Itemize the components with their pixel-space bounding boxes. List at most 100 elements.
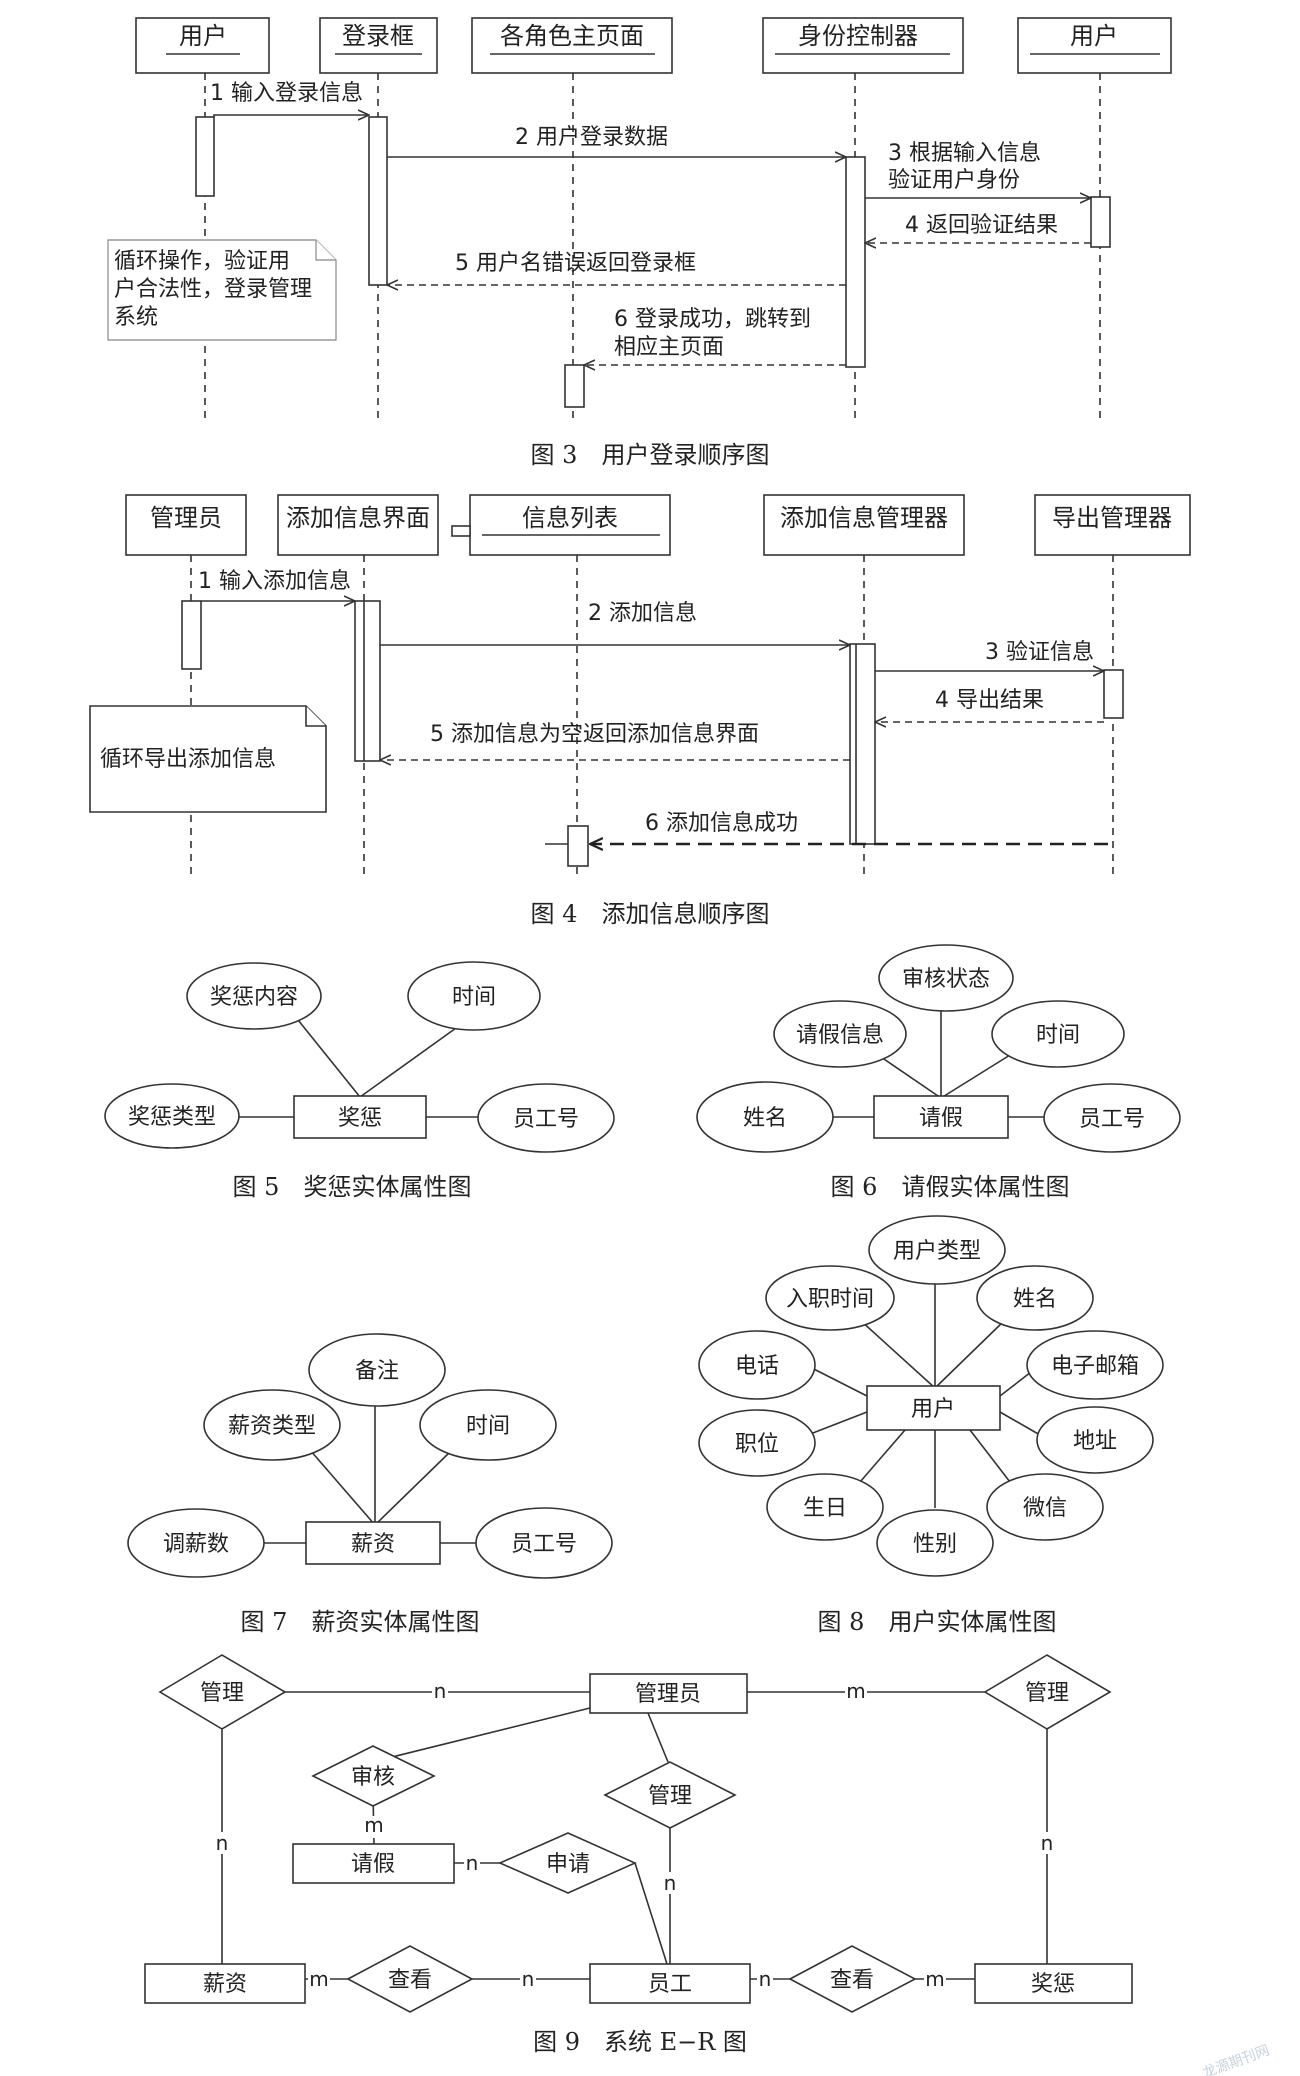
- fig9-entity-salary: [144, 1963, 306, 2004]
- fig6-attr-staff-no: 员工号: [1079, 1107, 1145, 1132]
- fig3-activation: [195, 116, 215, 197]
- fig3-object-box: [471, 17, 673, 74]
- fig6-attr-time: 时间: [1036, 1023, 1080, 1048]
- fig8-entity-box: [866, 1385, 1001, 1431]
- fig9-entity-reward: [974, 1963, 1133, 2004]
- fig8-attribute: [868, 1215, 1006, 1285]
- fig3-message-1-label: 1 输入登录信息: [210, 81, 363, 106]
- fig9-relation-review-label: 审核: [351, 1765, 395, 1790]
- fig8-attribute: [1036, 1406, 1154, 1474]
- fig7-entity-name: 薪资: [351, 1532, 395, 1557]
- fig9-entity-staff-label: 员工: [648, 1972, 692, 1997]
- fig9-caption: 图 9 系统 E−R 图: [533, 2028, 747, 2056]
- fig7-attr-staff-no: 员工号: [511, 1532, 577, 1557]
- figure-5-entity: 奖惩内容 时间 奖惩类型 员工号 奖惩 图 5 奖惩实体属性图: [104, 961, 615, 1201]
- fig8-attr-wechat: 微信: [1023, 1496, 1067, 1521]
- fig9-relation-manage-mid: [603, 1761, 737, 1829]
- fig3-object-box: [135, 17, 270, 74]
- fig3-object-box: [1017, 17, 1172, 74]
- fig5-attribute: [477, 1083, 615, 1153]
- fig9-cardinality: m: [925, 1967, 944, 1991]
- fig7-attr-salary-type: 薪资类型: [228, 1414, 316, 1439]
- fig3-object-role-pages: 各角色主页面: [500, 22, 644, 50]
- fig8-attr-birthday: 生日: [803, 1496, 847, 1521]
- fig9-cardinality: m: [309, 1967, 328, 1991]
- fig8-attribute: [1026, 1330, 1164, 1400]
- fig9-cardinality: n: [466, 1851, 479, 1875]
- fig9-entity-leave-label: 请假: [351, 1852, 395, 1877]
- fig7-attr-remark: 备注: [355, 1359, 399, 1384]
- fig9-cardinality: n: [759, 1967, 772, 1991]
- fig3-activation: [368, 116, 388, 286]
- fig5-attribute: [104, 1083, 240, 1149]
- fig5-caption: 图 5 奖惩实体属性图: [233, 1173, 472, 1201]
- fig8-attr-email: 电子邮箱: [1051, 1354, 1139, 1379]
- fig4-activation: [181, 600, 202, 670]
- watermark: 龙源期刊网: [1200, 2043, 1271, 2076]
- fig8-attr-position: 职位: [735, 1432, 779, 1457]
- fig6-attr-name: 姓名: [743, 1106, 787, 1131]
- fig8-entity-name: 用户: [911, 1397, 955, 1422]
- fig9-cardinality: n: [434, 1679, 447, 1703]
- fig9-relation-apply-label: 申请: [546, 1852, 590, 1877]
- fig9-relation-manage-left: [158, 1654, 287, 1730]
- fig4-object-box: [469, 494, 671, 556]
- fig4-note-text: 循环导出添加信息: [100, 747, 276, 772]
- fig3-message-6-label: 6 登录成功，跳转到: [614, 307, 811, 332]
- fig9-relation-manage-left-label: 管理: [200, 1681, 244, 1706]
- fig3-message-6-label-2: 相应主页面: [614, 335, 724, 360]
- fig3-activation: [1090, 196, 1111, 248]
- fig8-attr-phone: 电话: [735, 1354, 779, 1379]
- fig5-attr-time: 时间: [452, 985, 496, 1010]
- fig9-entity-reward-label: 奖惩: [1031, 1972, 1075, 1997]
- fig3-message-2-label: 2 用户登录数据: [515, 125, 668, 150]
- fig3-object-login-box: 登录框: [342, 22, 414, 50]
- fig3-message-1: [213, 115, 369, 117]
- fig4-caption: 图 4 添加信息顺序图: [531, 900, 770, 928]
- fig8-attr-name: 姓名: [1013, 1287, 1057, 1312]
- figure-9-er: 管理 管理 审核 管理 申请 查看 查看 管理员 请假 薪资 员工 奖惩 n m…: [144, 1654, 1133, 2056]
- fig9-relation-view-right: [788, 1945, 917, 2013]
- fig8-attribute: [698, 1409, 816, 1477]
- fig3-object-box: [762, 17, 964, 74]
- fig7-attribute: [203, 1389, 341, 1461]
- fig9-cardinality: n: [664, 1871, 677, 1895]
- fig4-object-stub: [451, 525, 471, 537]
- fig6-attribute: [773, 1000, 907, 1068]
- fig8-caption: 图 8 用户实体属性图: [818, 1608, 1057, 1636]
- fig7-attribute: [475, 1507, 613, 1579]
- fig6-caption: 图 6 请假实体属性图: [831, 1173, 1070, 1201]
- fig3-caption: 图 3 用户登录顺序图: [531, 441, 770, 469]
- fig7-attribute: [127, 1508, 265, 1578]
- fig3-object-box: [319, 17, 438, 74]
- figure-8-entity: 用户类型 入职时间 姓名 电话 电子邮箱 职位 地址 生日 微信 性别 用户 图…: [698, 1215, 1164, 1636]
- fig7-attribute: [419, 1389, 557, 1461]
- fig7-caption: 图 7 薪资实体属性图: [241, 1608, 480, 1636]
- fig4-activation: [567, 825, 589, 867]
- fig8-attr-address: 地址: [1073, 1429, 1117, 1454]
- fig3-activation: [564, 364, 585, 408]
- fig4-activation: [1103, 669, 1124, 719]
- fig3-object-identity-controller: 身份控制器: [798, 22, 918, 50]
- fig8-attribute: [766, 1473, 884, 1541]
- fig5-attr-content: 奖惩内容: [210, 985, 298, 1010]
- fig3-note: [107, 239, 337, 341]
- figure-7-entity: 备注 薪资类型 时间 调薪数 员工号 薪资 图 7 薪资实体属性图: [127, 1333, 613, 1636]
- fig4-object-info-list: 信息列表: [522, 504, 618, 532]
- fig9-relation-apply: [498, 1832, 637, 1894]
- fig4-message-2-label: 2 添加信息: [588, 601, 697, 626]
- fig9-entity-staff: [589, 1963, 751, 2004]
- fig3-note-line-2: 户合法性，登录管理: [114, 277, 312, 302]
- fig5-attr-staff-no: 员工号: [513, 1107, 579, 1132]
- fig3-object-user: 用户: [179, 22, 227, 50]
- fig8-attr-entry-time: 入职时间: [786, 1287, 874, 1312]
- fig4-message-4-label: 4 导出结果: [935, 688, 1044, 713]
- fig4-activation: [849, 643, 876, 845]
- fig6-attribute: [991, 1000, 1125, 1068]
- fig5-attribute: [186, 962, 322, 1030]
- fig9-entity-admin-label: 管理员: [635, 1682, 701, 1707]
- figure-6-entity: 审核状态 请假信息 时间 姓名 员工号 请假 图 6 请假实体属性图: [696, 944, 1181, 1201]
- fig6-entity-name: 请假: [919, 1106, 963, 1131]
- fig9-relation-view-right-label: 查看: [830, 1968, 874, 1993]
